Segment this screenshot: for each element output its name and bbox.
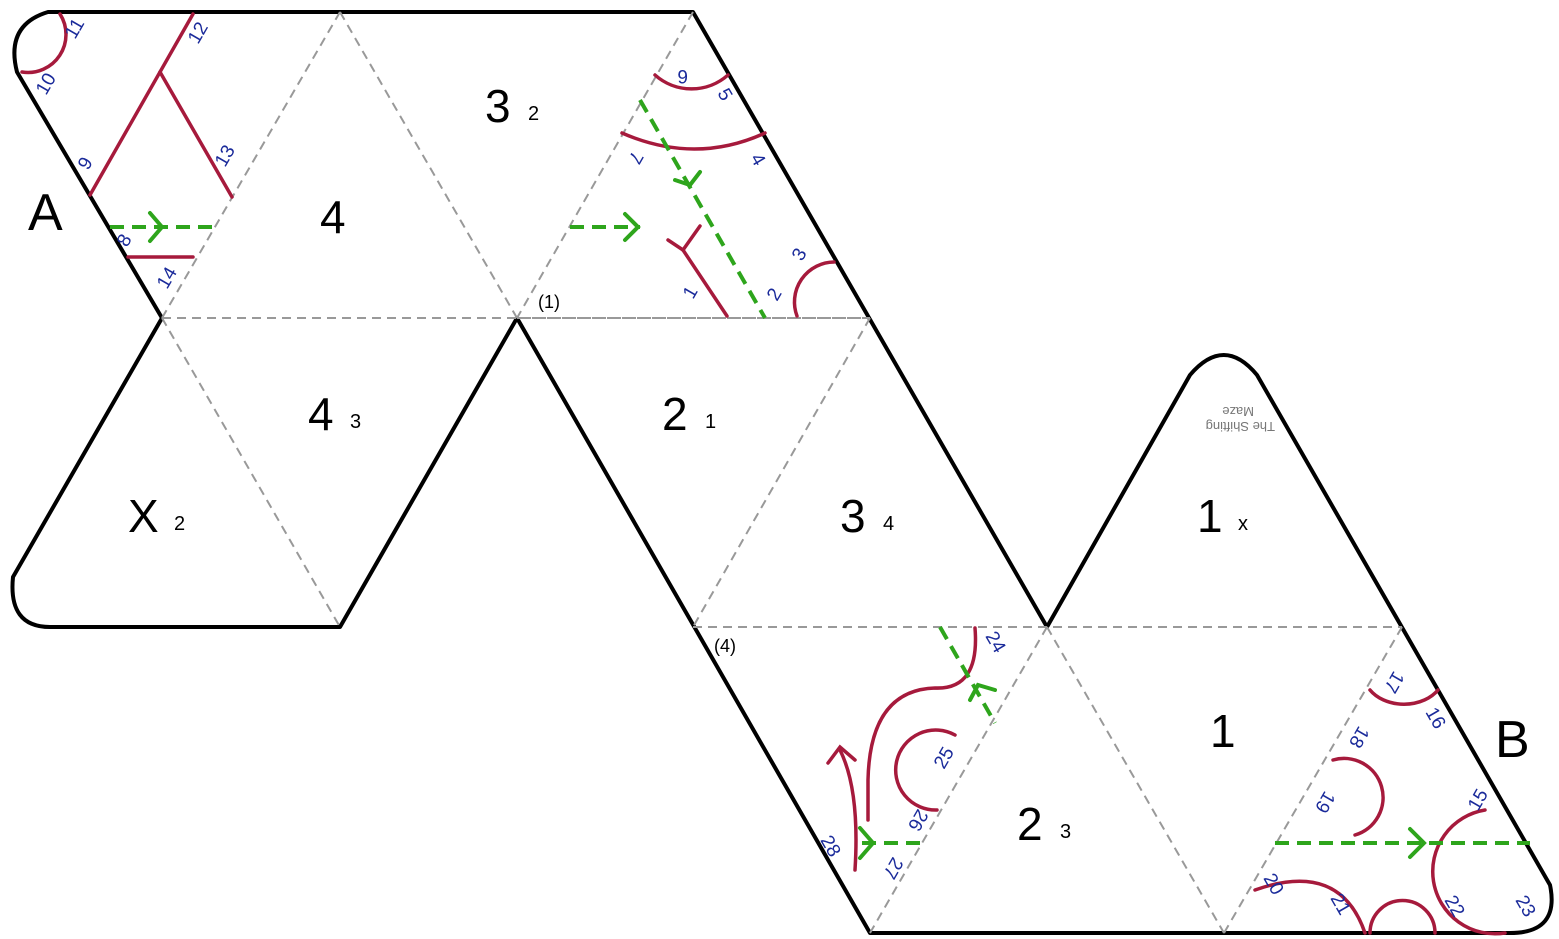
face-right-1x-sub: x [1238, 513, 1248, 535]
vertex-label-1: (1) [538, 292, 560, 312]
maze-paths [20, 12, 1507, 936]
path-number-23: 23 [1511, 892, 1540, 921]
path-number-7: 7 [623, 148, 646, 168]
face-top-3-sub: 2 [528, 103, 539, 125]
path-number-28: 28 [816, 832, 845, 861]
path-number-16: 16 [1421, 704, 1450, 733]
jump-arrows [110, 99, 1530, 860]
path-number-18: 18 [1344, 723, 1373, 752]
path-number-3: 3 [788, 245, 811, 265]
face-mid-3-main: 3 [840, 490, 866, 542]
corner-b-label: B [1495, 711, 1530, 769]
path-number-15: 15 [1464, 786, 1493, 815]
path-number-17: 17 [1379, 668, 1408, 697]
face-top-3-main: 3 [485, 80, 511, 132]
face-bottom-2-main: 2 [1017, 798, 1043, 850]
path-number-8: 8 [113, 231, 136, 251]
face-mid-2-sub: 1 [705, 411, 716, 433]
face-left-4-main: 4 [308, 388, 334, 440]
corner-a-label: A [28, 184, 63, 242]
face-labels: 4 3 2 4 3 X 2 2 1 3 4 1 x 1 2 3 [128, 80, 1248, 850]
face-right-1-main: 1 [1210, 705, 1236, 757]
face-top-4-main: 4 [320, 191, 346, 243]
path-number-19: 19 [1310, 788, 1339, 817]
face-mid-3-sub: 4 [883, 513, 894, 535]
path-number-1: 1 [679, 283, 702, 303]
path-number-25: 25 [930, 744, 959, 773]
credit-line-1: The Shifting [1206, 419, 1275, 434]
face-mid-2-main: 2 [662, 388, 688, 440]
path-number-20: 20 [1259, 870, 1288, 899]
face-left-4-sub: 3 [350, 411, 361, 433]
fold-lines [161, 11, 1403, 934]
face-left-x-main: X [128, 490, 159, 542]
path-number-14: 14 [153, 263, 182, 292]
path-number-21: 21 [1326, 890, 1355, 919]
credit-line-2: Maze [1222, 404, 1254, 419]
face-right-1x-main: 1 [1197, 490, 1223, 542]
face-bottom-2-sub: 3 [1060, 821, 1071, 843]
vertex-label-4: (4) [714, 636, 736, 656]
path-number-10: 10 [32, 70, 61, 99]
path-number-4: 4 [746, 150, 770, 170]
path-number-22: 22 [1440, 892, 1469, 921]
path-number-6: 6 [677, 65, 688, 86]
face-left-x-sub: 2 [174, 513, 185, 535]
path-number-24: 24 [981, 628, 1010, 657]
path-number-9: 9 [74, 154, 97, 174]
path-number-2: 2 [763, 285, 786, 305]
maze-credit: The Shifting Maze [1206, 404, 1275, 434]
path-number-5: 5 [713, 85, 736, 105]
